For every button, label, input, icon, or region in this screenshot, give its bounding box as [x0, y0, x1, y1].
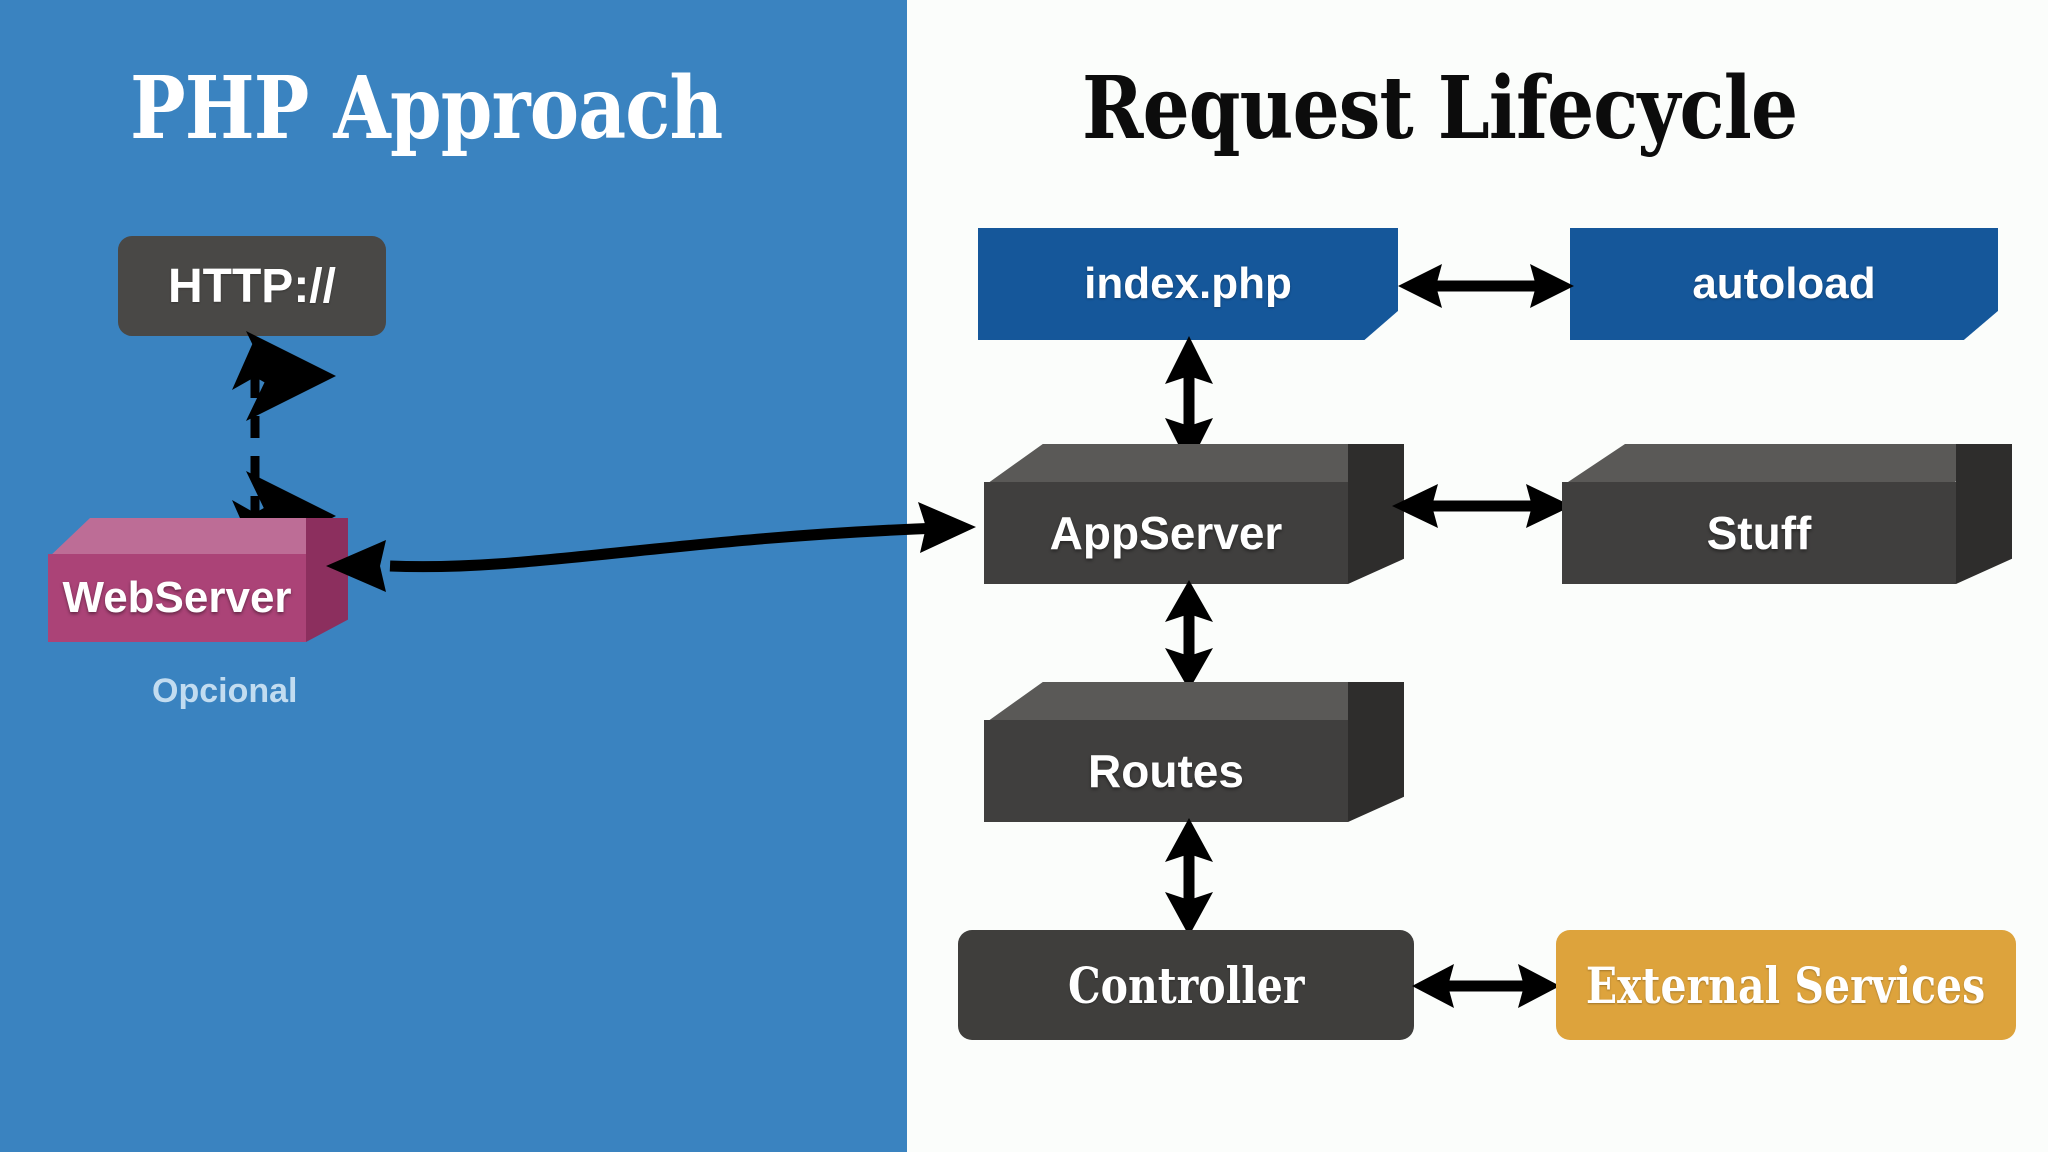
node-routes-front-face: Routes — [984, 720, 1348, 822]
connector-index-autoload — [1398, 264, 1574, 308]
page-title-php-approach: PHP Approach — [130, 58, 723, 159]
node-webserver-front-face: WebServer — [48, 554, 306, 642]
node-autoload-label: autoload — [1692, 259, 1876, 308]
node-http-label: HTTP:// — [168, 259, 336, 313]
node-controller[interactable]: Controller — [958, 930, 1414, 1040]
node-stuff-side-face — [1956, 444, 2012, 584]
node-autoload[interactable]: autoload — [1570, 228, 1998, 340]
node-appserver-front-face: AppServer — [984, 482, 1348, 584]
node-http[interactable]: HTTP:// — [118, 236, 386, 336]
node-stuff-front-face: Stuff — [1562, 482, 1956, 584]
node-stuff-label: Stuff — [1706, 507, 1812, 559]
connector-webserver-appserver — [326, 502, 976, 592]
node-index-php[interactable]: index.php — [978, 228, 1398, 340]
node-stuff[interactable]: Stuff — [1562, 444, 2012, 584]
connector-appserver-routes — [1165, 580, 1213, 690]
node-appserver-top-face — [984, 444, 1404, 486]
node-external-services[interactable]: External Services — [1556, 930, 2016, 1040]
node-routes-top-face — [984, 682, 1404, 724]
node-webserver-label: WebServer — [62, 573, 292, 622]
node-webserver[interactable]: WebServer — [48, 518, 348, 642]
node-appserver-side-face — [1348, 444, 1404, 584]
node-routes[interactable]: Routes — [984, 682, 1404, 822]
caption-opcional: Opcional — [152, 672, 298, 710]
node-appserver-label: AppServer — [1049, 507, 1283, 559]
node-index-php-label: index.php — [1084, 259, 1292, 308]
page-title-request-lifecycle: Request Lifecycle — [1082, 58, 1798, 159]
node-appserver[interactable]: AppServer — [984, 444, 1404, 584]
node-webserver-side-face — [306, 518, 348, 642]
node-webserver-top-face — [48, 518, 348, 558]
connector-routes-controller — [1165, 818, 1213, 936]
node-stuff-top-face — [1562, 444, 2012, 486]
node-external-services-label: External Services — [1586, 955, 1986, 1015]
node-controller-label: Controller — [1067, 955, 1305, 1015]
node-routes-side-face — [1348, 682, 1404, 822]
connector-index-appserver — [1165, 336, 1213, 466]
connector-appserver-stuff — [1392, 484, 1572, 528]
node-routes-label: Routes — [1088, 745, 1244, 797]
connector-controller-external — [1412, 964, 1560, 1008]
